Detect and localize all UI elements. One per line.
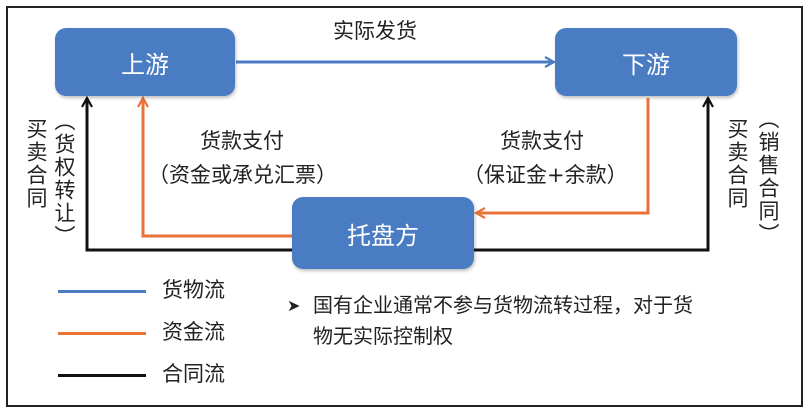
contract-buy-label: 买卖合同	[24, 118, 48, 210]
platform-node: 托盘方	[292, 197, 474, 269]
upstream-node: 上游	[55, 28, 235, 96]
legend-fund-line	[58, 332, 146, 335]
downstream-node: 下游	[555, 28, 737, 96]
downstream-label: 下游	[622, 50, 670, 79]
contract-flow-arrow-to-downstream	[474, 99, 708, 252]
legend-contract-line	[58, 374, 146, 377]
note-block: ➤ 国有企业通常不参与货物流转过程，对于货物无实际控制权	[287, 290, 707, 352]
bullet-arrow-icon: ➤	[287, 296, 301, 315]
goods-shipment-label: 实际发货	[333, 19, 417, 43]
legend-goods-line	[58, 290, 146, 293]
payment-left-detail: （资金或承兑汇票）	[148, 163, 337, 187]
diagram-frame	[6, 6, 803, 407]
platform-label: 托盘方	[347, 221, 419, 250]
upstream-label: 上游	[121, 50, 169, 79]
legend-goods-label: 货物流	[162, 278, 225, 302]
payment-right-detail: （保证金+余款）	[463, 163, 628, 187]
note-text: 国有企业通常不参与货物流转过程，对于货物无实际控制权	[313, 293, 693, 348]
contract-flow-arrow-to-upstream	[87, 99, 292, 252]
fund-flow-arrow-to-upstream	[143, 99, 292, 238]
payment-left-label: 货款支付	[200, 129, 284, 153]
payment-right-label: 货款支付	[500, 129, 584, 153]
contract-sell-note: （销售合同）	[756, 108, 780, 246]
fund-flow-arrow-to-platform	[477, 98, 650, 213]
legend-fund-label: 资金流	[162, 320, 225, 344]
contract-buy-note: （货权转让）	[52, 110, 76, 248]
contract-sell-label: 买卖合同	[725, 118, 749, 210]
legend-contract-label: 合同流	[162, 362, 225, 386]
